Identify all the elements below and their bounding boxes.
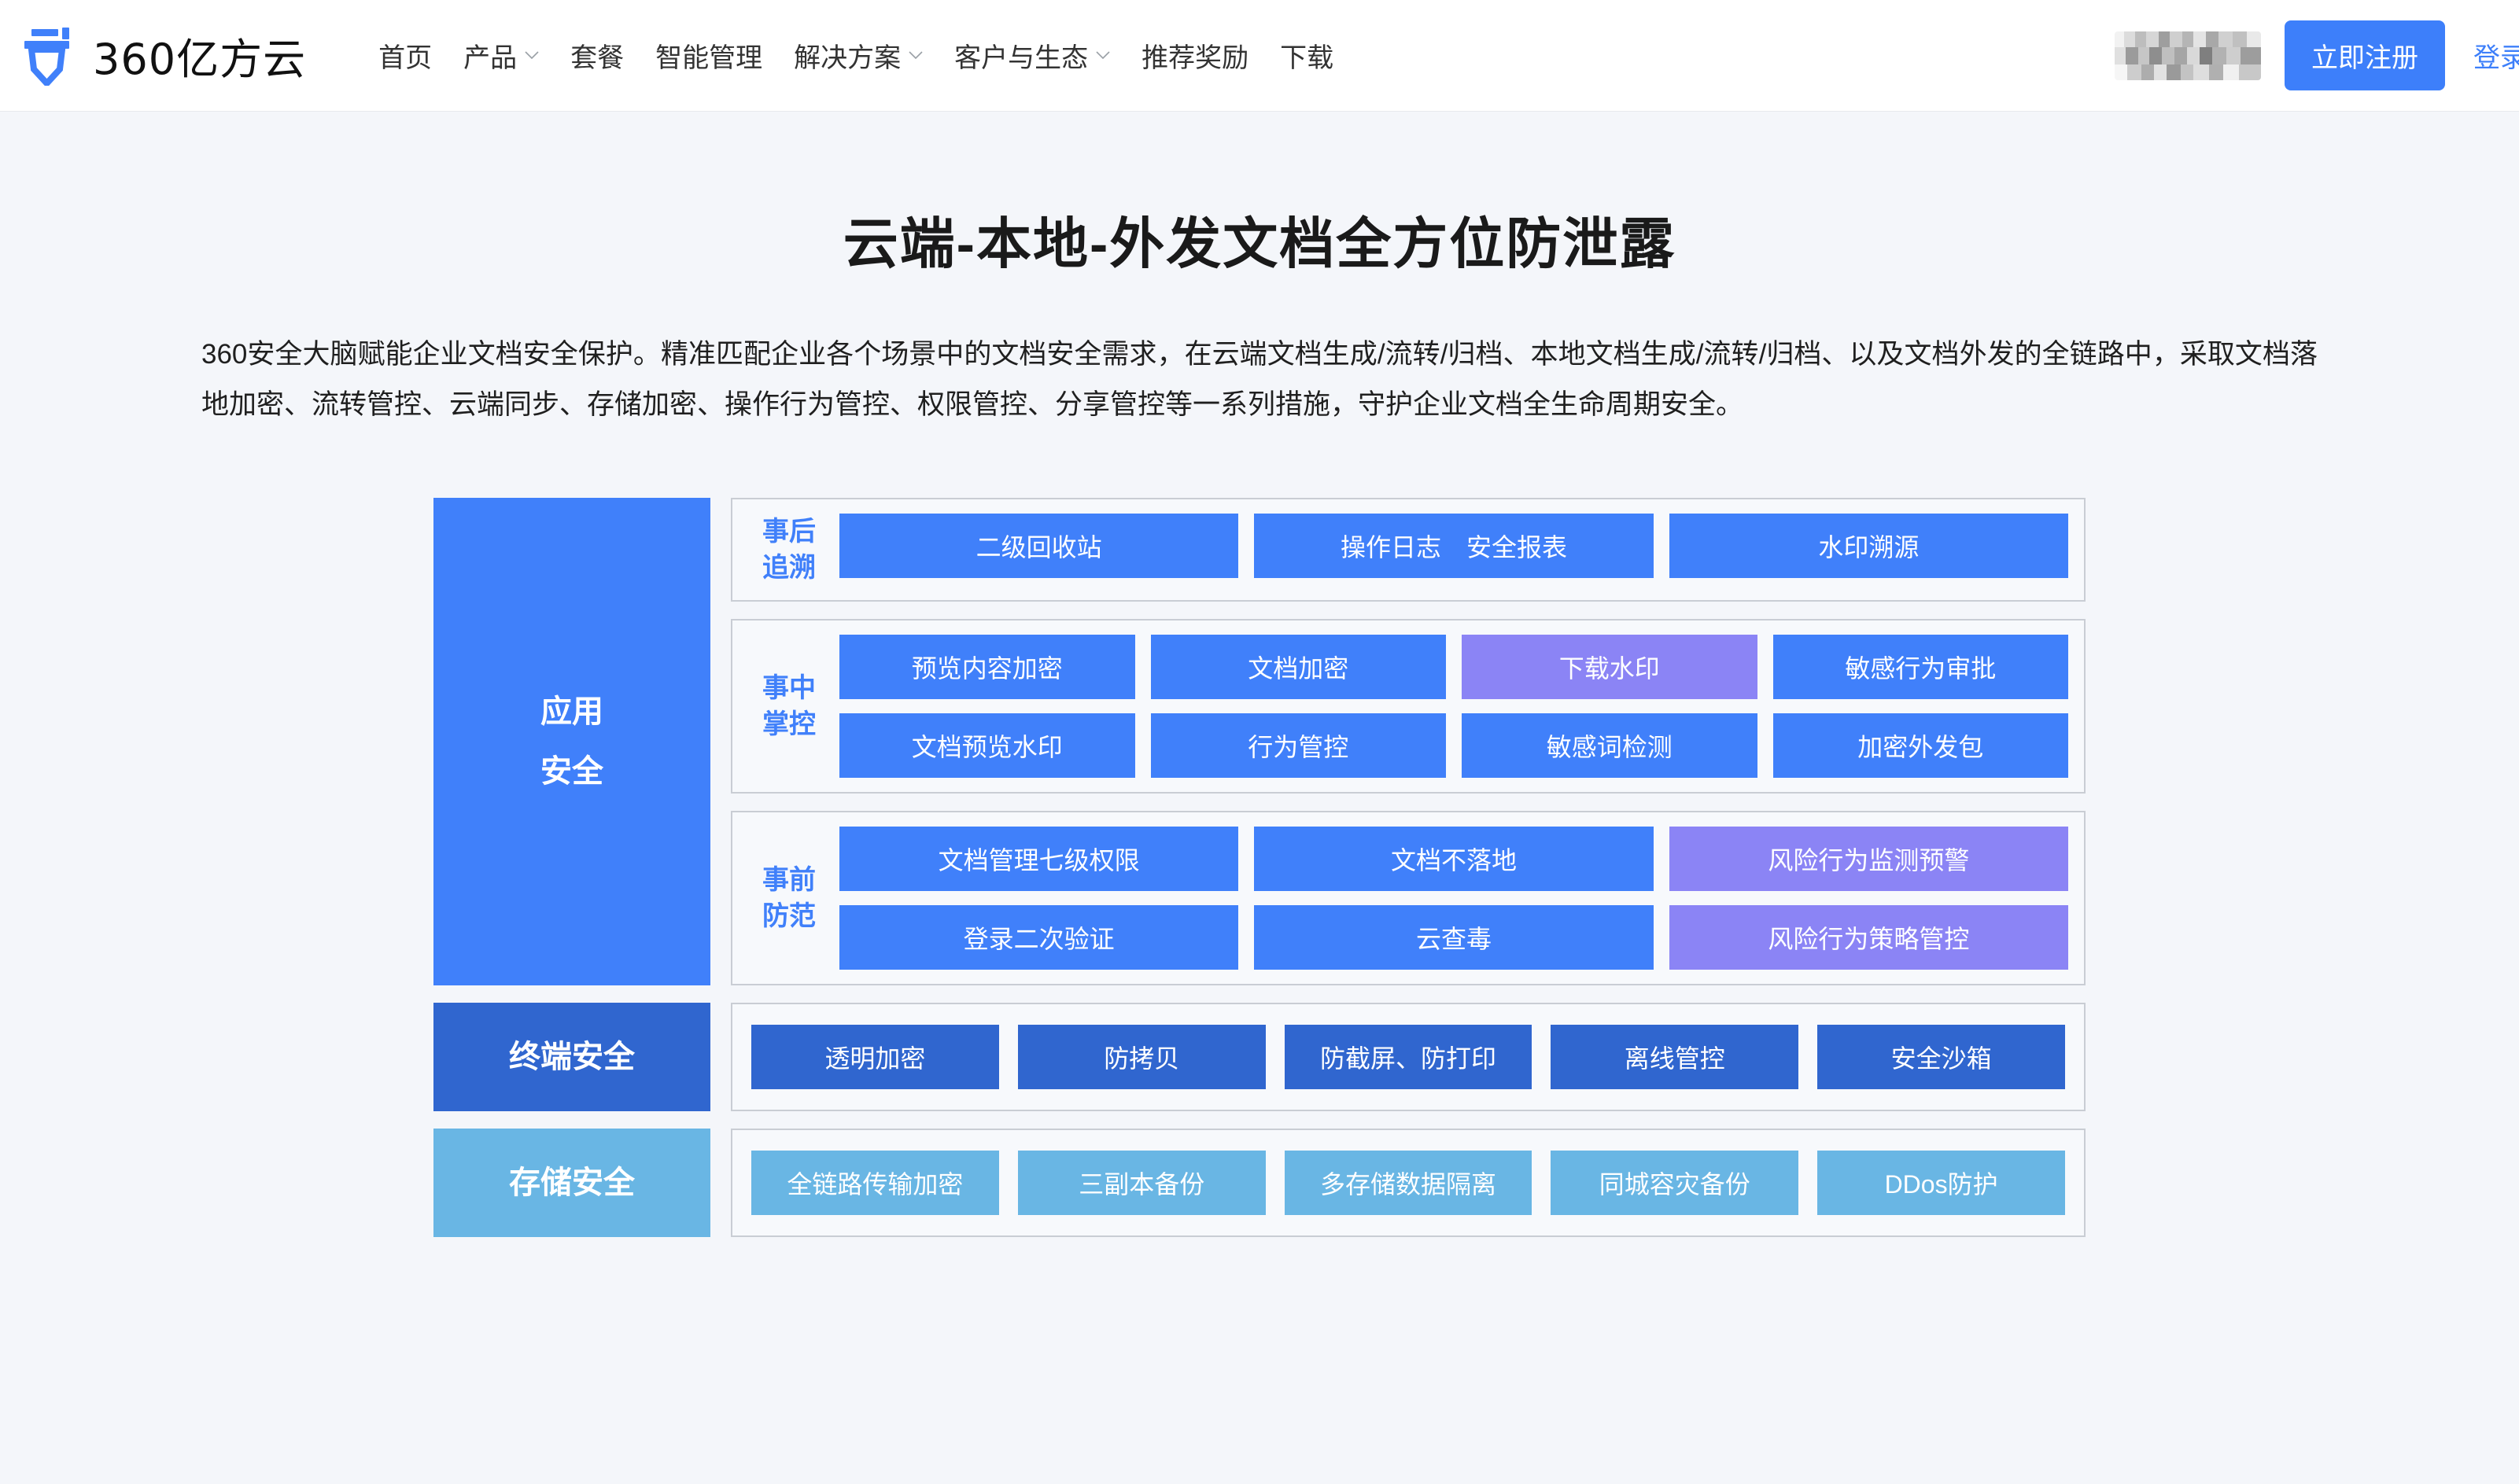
- security-architecture-diagram: 应用 安全 事后 追溯 二级回收站 操作日志 安全报表 水印溯源: [433, 498, 2086, 1237]
- panel-line: 登录二次验证 云查毒 风险行为策略管控: [839, 905, 2068, 970]
- panel-line: 全链路传输加密 三副本备份 多存储数据隔离 同城容灾备份 DDos防护: [751, 1151, 2065, 1215]
- feature-cell[interactable]: 风险行为监测预警: [1669, 827, 2068, 891]
- category-storage-security: 存储安全: [433, 1129, 710, 1237]
- feature-cell[interactable]: 敏感行为审批: [1772, 635, 2068, 699]
- register-button[interactable]: 立即注册: [2285, 20, 2445, 90]
- site-header: 360亿方云 首页 产品 套餐 智能管理 解决方案 客户与生态 推荐奖励 下载: [0, 0, 2519, 112]
- panel-pre-incident-prevention: 事前 防范 文档管理七级权限 文档不落地 风险行为监测预警 登录二次验证 云查毒…: [731, 811, 2086, 985]
- feature-cell[interactable]: 风险行为策略管控: [1669, 905, 2068, 970]
- feature-cell[interactable]: 文档不落地: [1254, 827, 1654, 891]
- panel-grid: 二级回收站 操作日志 安全报表 水印溯源: [839, 514, 2068, 586]
- category-terminal-security: 终端安全: [433, 1003, 710, 1111]
- chevron-down-icon: [1096, 51, 1110, 60]
- feature-cell[interactable]: 文档加密: [1150, 635, 1446, 699]
- hero-section: 云端-本地-外发文档全方位防泄露 360安全大脑赋能企业文档安全保护。精准匹配企…: [0, 112, 2519, 430]
- feature-cell[interactable]: 全链路传输加密: [751, 1151, 999, 1215]
- chevron-down-icon: [525, 51, 539, 60]
- panel-label: 事前 防范: [762, 865, 816, 931]
- diagram-row-storage-security: 存储安全 全链路传输加密 三副本备份 多存储数据隔离 同城容灾备份 DDos防护: [433, 1129, 2086, 1237]
- panel-line: 文档预览水印 行为管控 敏感词检测 加密外发包: [839, 713, 2068, 778]
- main-nav: 首页 产品 套餐 智能管理 解决方案 客户与生态 推荐奖励 下载: [363, 36, 1349, 75]
- panel-line: 二级回收站 操作日志 安全报表 水印溯源: [839, 514, 2068, 578]
- nav-item-download[interactable]: 下载: [1264, 36, 1349, 75]
- panel-label: 事中 掌控: [762, 673, 816, 739]
- feature-cell[interactable]: 预览内容加密: [839, 635, 1135, 699]
- category-application-security: 应用 安全: [433, 498, 710, 985]
- chevron-down-icon: [909, 51, 923, 60]
- page-description: 360安全大脑赋能企业文档安全保护。精准匹配企业各个场景中的文档安全需求，在云端…: [201, 339, 2318, 420]
- feature-cell[interactable]: 文档预览水印: [839, 713, 1135, 778]
- panel-grid: 文档管理七级权限 文档不落地 风险行为监测预警 登录二次验证 云查毒 风险行为策…: [839, 827, 2068, 970]
- login-link[interactable]: 登录: [2473, 43, 2519, 73]
- application-security-panels: 事后 追溯 二级回收站 操作日志 安全报表 水印溯源 事中: [731, 498, 2086, 985]
- panel-label: 事后 追溯: [762, 517, 816, 583]
- nav-item-packages[interactable]: 套餐: [555, 36, 640, 75]
- page-title: 云端-本地-外发文档全方位防泄露: [843, 213, 1676, 274]
- panel-grid: 预览内容加密 文档加密 下载水印 敏感行为审批 文档预览水印 行为管控 敏感词检…: [839, 635, 2068, 778]
- logo-wordmark: 360亿方云: [93, 35, 307, 84]
- terminal-security-panel: 透明加密 防拷贝 防截屏、防打印 离线管控 安全沙箱: [731, 1003, 2086, 1111]
- feature-cell[interactable]: 操作日志 安全报表: [1254, 514, 1654, 578]
- category-label: 存储安全: [509, 1165, 635, 1200]
- panel-post-incident-traceability: 事后 追溯 二级回收站 操作日志 安全报表 水印溯源: [731, 498, 2086, 602]
- storage-security-panel: 全链路传输加密 三副本备份 多存储数据隔离 同城容灾备份 DDos防护: [731, 1129, 2086, 1237]
- feature-cell[interactable]: DDos防护: [1817, 1151, 2065, 1215]
- nav-item-solutions[interactable]: 解决方案: [778, 36, 939, 75]
- nav-item-smart-management[interactable]: 智能管理: [640, 36, 778, 75]
- feature-cell[interactable]: 多存储数据隔离: [1284, 1151, 1532, 1215]
- feature-cell[interactable]: 行为管控: [1150, 713, 1446, 778]
- feature-cell[interactable]: 安全沙箱: [1817, 1025, 2065, 1089]
- feature-cell[interactable]: 透明加密: [751, 1025, 999, 1089]
- feature-cell[interactable]: 加密外发包: [1772, 713, 2068, 778]
- nav-item-products[interactable]: 产品: [448, 36, 555, 75]
- feature-cell[interactable]: 防截屏、防打印: [1284, 1025, 1532, 1089]
- feature-cell[interactable]: 水印溯源: [1669, 514, 2068, 578]
- redacted-user-region: [2115, 31, 2261, 80]
- panel-in-process-control: 事中 掌控 预览内容加密 文档加密 下载水印 敏感行为审批 文档预览水印 行为管…: [731, 619, 2086, 794]
- category-label: 终端安全: [509, 1040, 635, 1074]
- category-label: 应用 安全: [540, 694, 603, 789]
- panel-line: 预览内容加密 文档加密 下载水印 敏感行为审批: [839, 635, 2068, 699]
- feature-cell[interactable]: 二级回收站: [839, 514, 1239, 578]
- nav-label: 推荐奖励: [1141, 43, 1249, 73]
- nav-label: 智能管理: [655, 43, 763, 73]
- nav-item-customers-ecosystem[interactable]: 客户与生态: [939, 36, 1126, 75]
- nav-label: 首页: [378, 43, 433, 73]
- nav-label: 套餐: [570, 43, 625, 73]
- feature-cell[interactable]: 三副本备份: [1017, 1151, 1266, 1215]
- feature-cell[interactable]: 登录二次验证: [839, 905, 1239, 970]
- panel-line: 文档管理七级权限 文档不落地 风险行为监测预警: [839, 827, 2068, 891]
- nav-label: 下载: [1280, 43, 1334, 73]
- diagram-row-terminal-security: 终端安全 透明加密 防拷贝 防截屏、防打印 离线管控 安全沙箱: [433, 1003, 2086, 1111]
- feature-cell[interactable]: 云查毒: [1254, 905, 1654, 970]
- feature-cell[interactable]: 敏感词检测: [1462, 713, 1757, 778]
- feature-cell[interactable]: 离线管控: [1551, 1025, 1799, 1089]
- nav-item-referral-rewards[interactable]: 推荐奖励: [1126, 36, 1264, 75]
- diagram-row-application-security: 应用 安全 事后 追溯 二级回收站 操作日志 安全报表 水印溯源: [433, 498, 2086, 985]
- nav-label: 客户与生态: [954, 43, 1089, 73]
- nav-item-home[interactable]: 首页: [363, 36, 448, 75]
- panel-line: 透明加密 防拷贝 防截屏、防打印 离线管控 安全沙箱: [751, 1025, 2065, 1089]
- feature-cell[interactable]: 同城容灾备份: [1551, 1151, 1799, 1215]
- feature-cell[interactable]: 下载水印: [1462, 635, 1757, 699]
- feature-cell[interactable]: 防拷贝: [1017, 1025, 1266, 1089]
- pen-nib-logo-icon: [24, 27, 69, 86]
- nav-label: 产品: [463, 43, 518, 73]
- header-actions: 立即注册 登录: [2115, 20, 2519, 90]
- logo[interactable]: 360亿方云: [20, 24, 306, 87]
- feature-cell[interactable]: 文档管理七级权限: [839, 827, 1239, 891]
- nav-label: 解决方案: [794, 43, 902, 73]
